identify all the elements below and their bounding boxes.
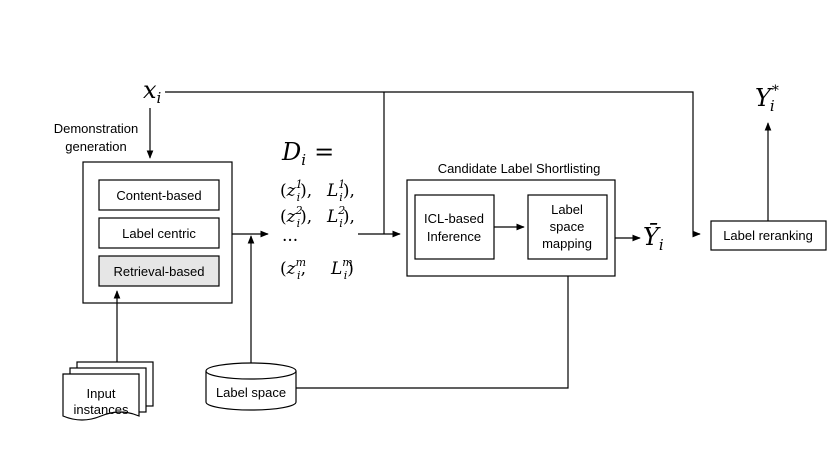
mapping-label-3: mapping: [542, 236, 592, 251]
x-i-symbol: xi: [143, 76, 162, 107]
input-label-2: instances: [74, 402, 129, 417]
retrieval-based-label: Retrieval-based: [113, 264, 204, 279]
input-sheet-front: [62, 373, 140, 421]
xi-to-reranking-connector: [165, 91, 701, 238]
label-reranking-label: Label reranking: [723, 228, 813, 243]
y-bar-symbol: Ȳi: [643, 223, 664, 254]
label-reranking-box: [710, 220, 827, 251]
demo-ellipsis: ···: [282, 231, 298, 251]
icl-label-1: ICL-based: [424, 211, 484, 226]
mapping-label-2: space: [550, 219, 585, 234]
label-centric-label: Label centric: [122, 226, 196, 241]
label-space-cylinder-top: [205, 362, 297, 380]
demo-gen-label-2: generation: [65, 139, 126, 154]
label-centric-box: [98, 217, 220, 249]
mapping-label-1: Label: [551, 202, 583, 217]
input-label-1: Input: [87, 386, 116, 401]
candidate-shortlisting-title: Candidate Label Shortlisting: [438, 161, 601, 176]
y-star-symbol: Y*i: [755, 83, 779, 115]
label-space-to-mapping-arrow: [296, 263, 572, 389]
demo-gen-label-1: Demonstration: [54, 121, 139, 136]
content-based-box: [98, 179, 220, 211]
label-space-cylinder-body: [205, 371, 297, 411]
retrieval-based-box: [98, 255, 220, 287]
icl-inference-box: [414, 194, 495, 260]
icl-label-2: Inference: [427, 229, 481, 244]
label-space-label: Label space: [216, 385, 286, 400]
label-mapping-box: [527, 194, 608, 260]
content-based-label: Content-based: [116, 188, 201, 203]
demo-set-head: Di=: [281, 138, 334, 169]
